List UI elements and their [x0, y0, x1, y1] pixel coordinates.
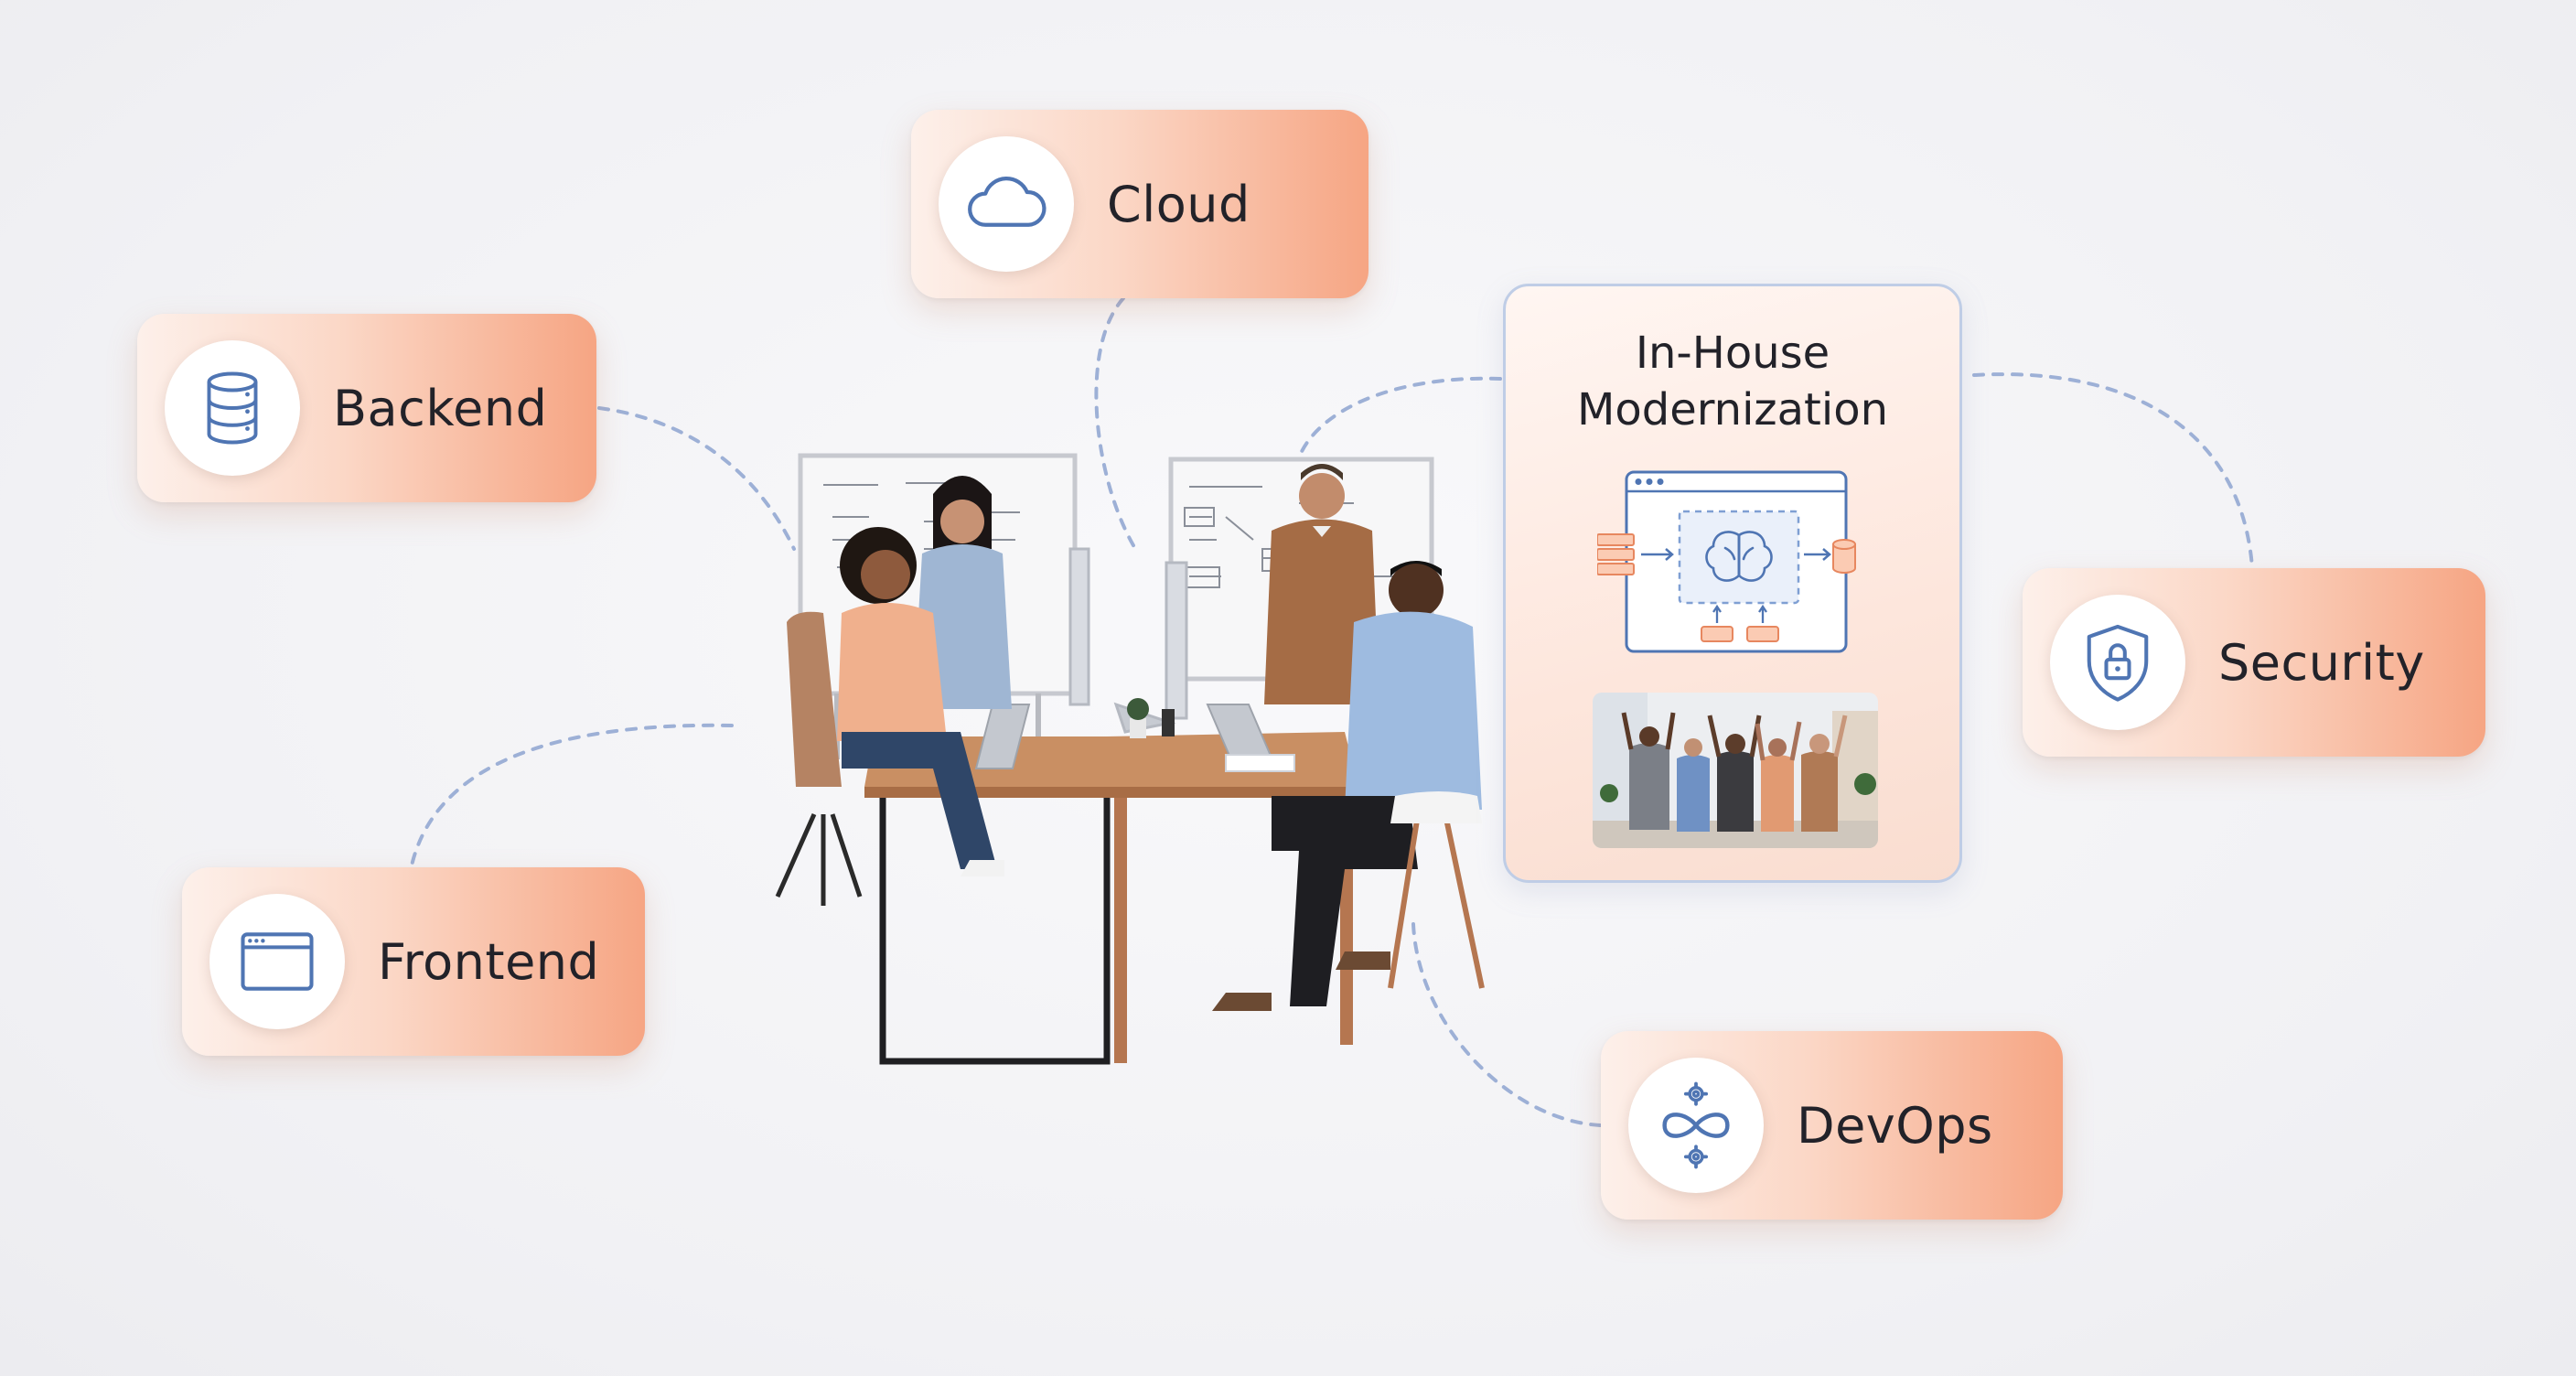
devops-icon-badge — [1628, 1058, 1764, 1193]
brain-icon — [1705, 531, 1773, 582]
person-seated-right — [1212, 561, 1485, 1011]
backend-label: Backend — [333, 379, 548, 437]
team-office-photo — [775, 453, 1485, 1065]
arrow-out — [1804, 548, 1831, 561]
team-celebration-photo — [1593, 693, 1878, 848]
infinity-gears-icon — [1662, 1081, 1730, 1169]
devops-card[interactable]: DevOps — [1601, 1031, 2063, 1220]
security-label: Security — [2218, 633, 2425, 692]
security-card[interactable]: Security — [2023, 568, 2485, 757]
node-icons — [1701, 626, 1779, 642]
laptops — [974, 704, 1278, 769]
connector-frontend — [410, 723, 734, 867]
frontend-card[interactable]: Frontend — [182, 867, 645, 1056]
cloud-icon — [968, 177, 1046, 227]
connector-security — [1972, 372, 2254, 569]
backend-icon-badge — [165, 340, 300, 476]
stack-icon — [1597, 533, 1635, 575]
frontend-label: Frontend — [378, 932, 600, 991]
backend-card[interactable]: Backend — [137, 314, 596, 502]
person-seated-left — [775, 527, 1004, 906]
celebrating-people — [1621, 712, 1848, 832]
database-icon — [207, 371, 258, 445]
devops-label: DevOps — [1797, 1096, 1993, 1155]
cloud-icon-badge — [939, 136, 1074, 272]
shield-lock-icon — [2087, 624, 2149, 702]
panel-title: In-House Modernization — [1506, 325, 1959, 438]
frontend-icon-badge — [209, 894, 345, 1029]
modernization-panel[interactable]: In-House Modernization — [1503, 284, 1962, 883]
security-icon-badge — [2050, 595, 2185, 730]
person-standing-right — [1264, 464, 1379, 704]
desk-props — [1127, 698, 1295, 772]
ai-architecture-illustration — [1597, 470, 1856, 653]
database-small-icon — [1832, 539, 1856, 574]
panel-title-line1: In-House — [1635, 328, 1830, 379]
panel-title-line2: Modernization — [1577, 384, 1888, 435]
arrow-in — [1641, 548, 1674, 561]
cloud-label: Cloud — [1107, 175, 1250, 233]
browser-window-icon — [241, 932, 314, 991]
cloud-card[interactable]: Cloud — [911, 110, 1368, 298]
